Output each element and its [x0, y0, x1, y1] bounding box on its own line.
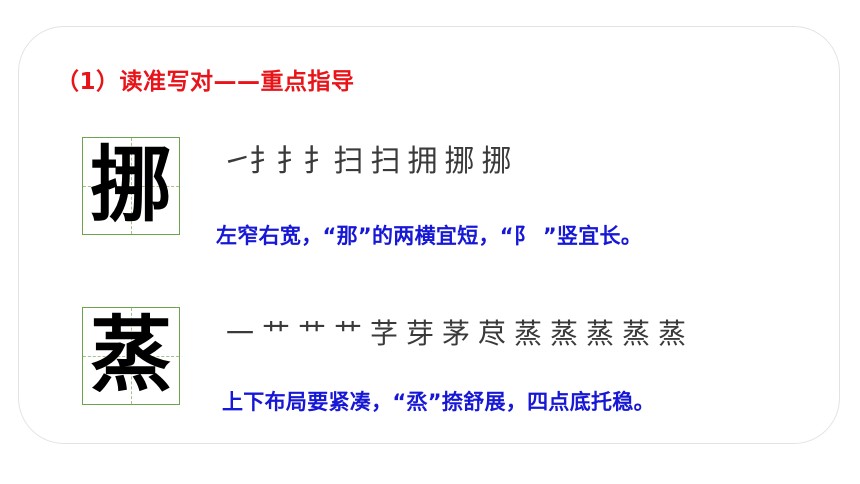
stroke-step: 艹: [297, 317, 326, 350]
stroke-step: 挪: [444, 144, 475, 179]
stroke-step: 扌: [303, 144, 333, 179]
stroke-step: 蒸: [657, 317, 686, 350]
grid-guide-vertical: [131, 308, 132, 404]
stroke-step: 荩: [477, 317, 506, 350]
stroke-step: 芓: [369, 317, 398, 350]
section-title: （1）读准写对——重点指导: [56, 69, 355, 95]
character-box-2: 蒸: [82, 307, 180, 405]
stroke-step: 茅: [441, 317, 470, 350]
stroke-step: 蒸: [585, 317, 614, 350]
stroke-order-row-2: 一艹艹艹芓芽茅荩蒸蒸蒸蒸蒸: [222, 310, 690, 352]
writing-tip-2: 上下布局要紧凑，“烝”捺舒展，四点底托稳。: [222, 390, 655, 414]
stroke-step: 蒸: [621, 317, 650, 350]
stroke-step: 扌: [276, 144, 306, 179]
stroke-step: 艹: [261, 317, 290, 350]
grid-guide-vertical: [131, 138, 132, 234]
stroke-step: 拥: [407, 144, 438, 179]
stroke-step: 芽: [405, 317, 434, 350]
stroke-step: 蒸: [513, 317, 542, 350]
stroke-step: ㇀: [222, 144, 252, 179]
stroke-step: 扫: [333, 144, 364, 179]
character-glyph: 蒸: [89, 308, 172, 403]
character-box-1: 挪: [82, 137, 180, 235]
stroke-order-row-1: ㇀扌扌扌扫扫拥挪挪: [222, 140, 515, 180]
content-card: [18, 26, 840, 444]
writing-tip-1: 左窄右宽，“那”的两横宜短，“阝 ”竖宜长。: [216, 224, 643, 248]
stroke-step: 一: [225, 317, 254, 350]
stroke-step: 扫: [370, 144, 401, 179]
character-glyph: 挪: [89, 138, 172, 233]
stroke-step: 挪: [481, 144, 512, 179]
stroke-step: 蒸: [549, 317, 578, 350]
stroke-step: 扌: [249, 144, 279, 179]
stroke-step: 艹: [333, 317, 362, 350]
